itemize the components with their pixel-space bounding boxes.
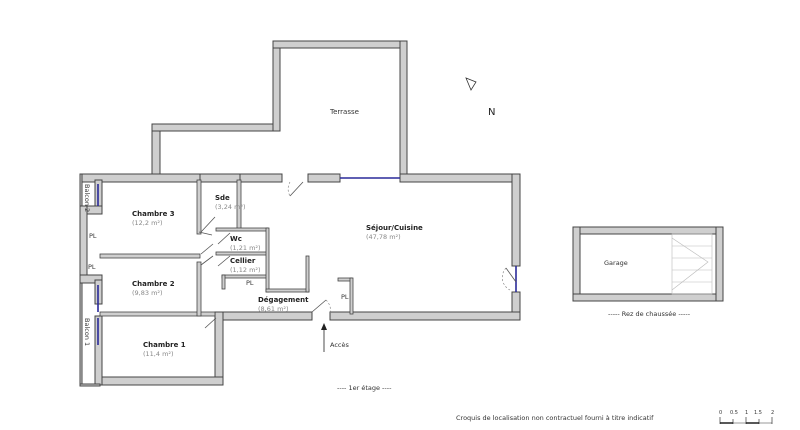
- room-chambre3-area: (12,2 m²): [132, 219, 163, 227]
- north-label: N: [488, 107, 495, 118]
- room-chambre1-area: (11,4 m²): [143, 350, 174, 358]
- room-chambre1-name: Chambre 1: [143, 341, 186, 349]
- room-terrasse: Terrasse: [329, 108, 359, 116]
- room-chambre2-name: Chambre 2: [132, 280, 175, 288]
- placard-label: PL: [246, 279, 254, 287]
- balcony-2-label: Balcon 2: [83, 184, 91, 212]
- room-degagement-name: Dégagement: [258, 296, 309, 304]
- room-sejour-name: Séjour/Cuisine: [366, 224, 423, 232]
- room-wc-name: Wc: [230, 235, 242, 243]
- room-cellier-area: (1,12 m²): [230, 266, 261, 274]
- room-sde-name: Sde: [215, 194, 230, 202]
- scale-bar: 0 0.5 1 1.5 2: [719, 410, 774, 424]
- scale-tick-label: 0: [719, 410, 722, 416]
- balcony-1-label: Balcon 1: [83, 318, 91, 346]
- placard-label: PL: [88, 263, 96, 271]
- access-label: Accès: [330, 341, 349, 349]
- room-sejour-area: (47,78 m²): [366, 233, 401, 241]
- scale-tick-label: 2: [771, 410, 774, 416]
- scale-tick-label: 1.5: [754, 410, 762, 416]
- stairs: [671, 233, 713, 295]
- room-garage: Garage: [604, 259, 628, 267]
- interior-walls: [99, 179, 354, 317]
- disclaimer: Croquis de localisation non contractuel …: [456, 414, 654, 422]
- room-sde-area: (3,24 m²): [215, 203, 246, 211]
- placard-label: PL: [89, 232, 97, 240]
- doors: [198, 181, 517, 329]
- access-arrow-icon: [321, 323, 327, 352]
- terrace-walls: [151, 40, 408, 178]
- room-cellier-name: Cellier: [230, 257, 256, 265]
- room-degagement-area: (8,61 m²): [258, 305, 289, 313]
- garage: [572, 226, 724, 302]
- placard-label: PL: [341, 293, 349, 301]
- scale-tick-label: 1: [745, 410, 748, 416]
- floor-label-ground: ----- Rez de chaussée -----: [608, 310, 691, 318]
- scale-tick-label: 0.5: [730, 410, 738, 416]
- room-chambre2-area: (9,83 m²): [132, 289, 163, 297]
- room-chambre3-name: Chambre 3: [132, 210, 175, 218]
- compass-arrow-icon: [465, 77, 477, 91]
- windows: [97, 177, 517, 345]
- room-wc-area: (1,21 m²): [230, 244, 261, 252]
- floor-label-upper: ---- 1er étage ----: [337, 384, 392, 392]
